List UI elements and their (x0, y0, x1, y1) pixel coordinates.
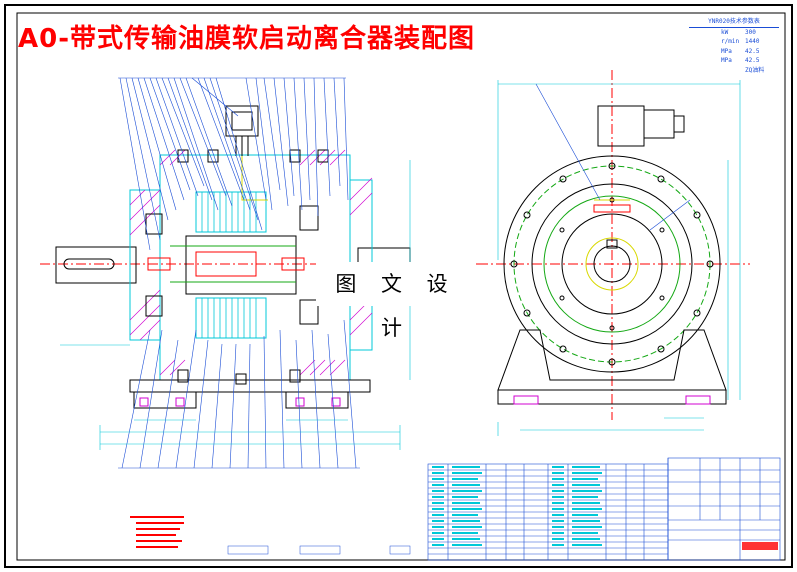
bearing-left-top (145, 213, 163, 235)
tech-notes (130, 516, 184, 548)
param-row: kW 300 (689, 28, 779, 37)
parameter-table: YNR020技术参数表 kW 300 r/min 1440 MPa 42.5 MPa 4… (689, 17, 779, 75)
watermark: 图 文 设 计 (316, 262, 476, 340)
flange-bolts (510, 162, 714, 366)
shaft-seal (147, 257, 171, 271)
keyway-left (63, 258, 115, 270)
inner-frame (16, 12, 786, 561)
leader-lines-top (118, 77, 349, 251)
plates-bottom (201, 298, 257, 338)
dims-right (497, 80, 741, 436)
left-cover (129, 189, 161, 341)
end-view (478, 70, 750, 436)
small-tables (227, 545, 411, 555)
bolts (177, 149, 329, 385)
param-value: ZQ油料 (745, 66, 765, 74)
param-row: ZQ油料 (689, 66, 779, 75)
cover-ring (561, 213, 663, 315)
parts-list-text (432, 466, 602, 546)
foot-left (133, 391, 197, 409)
left-shaft (55, 246, 137, 284)
parts-list-rows (428, 469, 668, 555)
param-unit: r/min (721, 38, 740, 46)
param-value: 300 (745, 29, 756, 36)
end-oil-inlet (597, 105, 645, 147)
param-unit: MPa (721, 57, 732, 65)
inner-ring (543, 195, 681, 333)
foot-right (285, 391, 349, 409)
title-block (667, 457, 781, 561)
bolt-circle (513, 165, 711, 363)
bearing-left-bottom (145, 295, 163, 317)
shaft-bore (593, 245, 631, 283)
param-unit: MPa (721, 47, 732, 55)
friction-pack-bottom (195, 297, 267, 339)
oil-path (241, 156, 268, 201)
param-row: r/min 1440 (689, 37, 779, 46)
direction-arrow (593, 204, 631, 213)
param-value: 42.5 (745, 57, 760, 65)
inner-hub (185, 235, 297, 295)
bearing-right-bottom (299, 299, 319, 325)
friction-pack-top (195, 191, 267, 233)
parameter-table-header: YNR020技术参数表 (689, 17, 779, 28)
param-unit: kW (721, 29, 729, 36)
param-value: 1440 (745, 38, 760, 46)
section-view (40, 105, 478, 409)
plates-top (201, 192, 257, 232)
shaft-ring (585, 237, 639, 291)
housing-ring (531, 183, 693, 345)
leader-lines-bottom (118, 319, 360, 469)
outer-flange (503, 155, 721, 373)
end-base-plate (497, 389, 727, 405)
dims-left (60, 160, 411, 450)
base-plate (129, 379, 371, 393)
param-row: MPa 42.5 (689, 47, 779, 56)
outer-frame (4, 4, 793, 568)
param-value: 42.5 (745, 47, 760, 55)
end-base (497, 329, 727, 391)
drawing-title: A0-带式传输油膜软启动离合器装配图 (18, 24, 476, 54)
param-row: MPa 42.5 (689, 56, 779, 65)
bearing-right-top (299, 205, 319, 231)
drawing-number-mark (742, 542, 778, 550)
hub-bore (195, 251, 257, 277)
